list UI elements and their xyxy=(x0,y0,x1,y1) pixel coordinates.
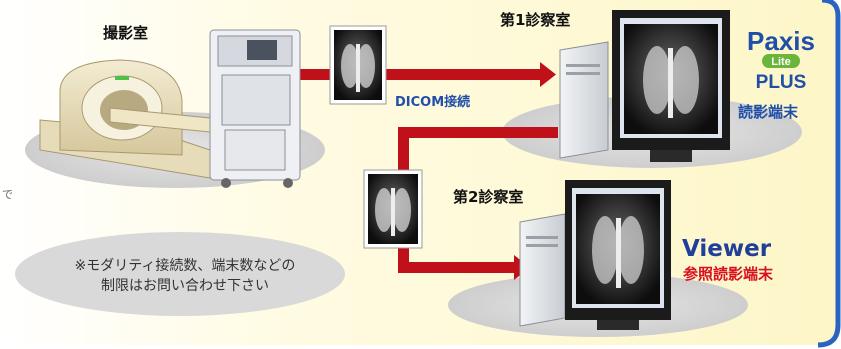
logo-word-top: Paxis xyxy=(747,26,815,56)
note-line-1: ※モダリティ接続数、端末数などの xyxy=(74,258,296,274)
limits-note: ※モダリティ接続数、端末数などの 制限はお問い合わせ下さい xyxy=(40,256,330,296)
exam-room-2-label: 第2診察室 xyxy=(453,188,524,206)
dicom-connection-lines xyxy=(292,62,558,280)
note-line-2: 制限はお問い合わせ下さい xyxy=(101,278,269,294)
reference-terminal-label: 参照読影端末 xyxy=(683,265,774,283)
logo-word-bottom: PLUS xyxy=(756,72,807,92)
dicom-connection-label: DICOM接続 xyxy=(395,95,471,110)
xray-film-thumbnail-2 xyxy=(363,169,423,249)
xray-film-thumbnail-1 xyxy=(329,25,387,105)
reading-terminal-label: 読影端末 xyxy=(738,103,799,121)
paxis-lite-plus-logo: Paxis Lite PLUS xyxy=(738,26,824,93)
xray-machine-icon xyxy=(209,29,301,188)
room-label: 撮影室 xyxy=(103,24,149,42)
viewer-label: Viewer xyxy=(682,236,772,262)
reading-terminal-1-icon xyxy=(559,10,730,162)
logo-word-badge: Lite xyxy=(771,56,791,68)
note-ellipse xyxy=(15,232,345,316)
reading-terminal-2-icon xyxy=(519,180,671,330)
exam-room-1-label: 第1診察室 xyxy=(500,11,571,29)
ct-scanner-icon xyxy=(39,59,211,179)
cropped-text-fragment: で xyxy=(2,188,13,201)
